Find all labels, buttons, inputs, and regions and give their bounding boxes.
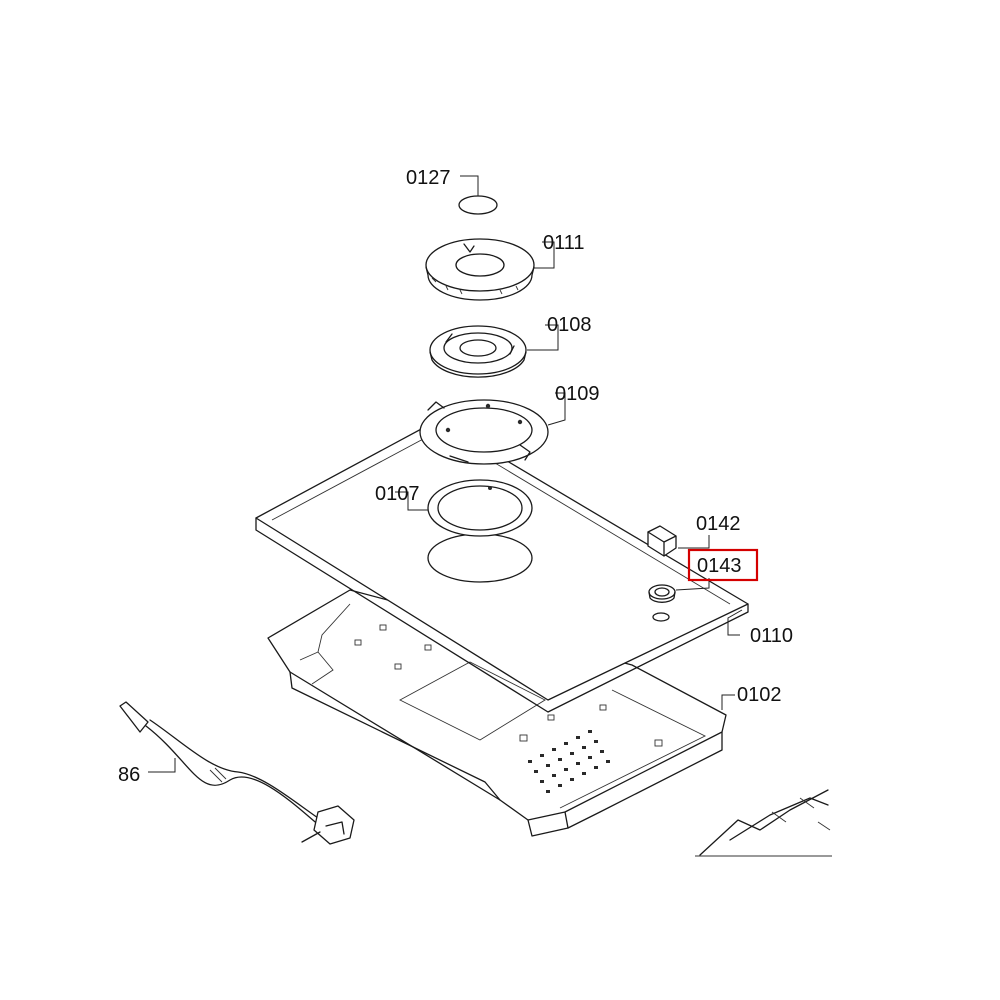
part-0142-knob[interactable] bbox=[647, 525, 677, 557]
label-0102[interactable]: 0102 bbox=[737, 684, 782, 706]
part-0109-bracket[interactable] bbox=[419, 399, 549, 465]
label-0109[interactable]: 0109 bbox=[555, 383, 600, 405]
label-0108[interactable]: 0108 bbox=[547, 314, 592, 336]
label-86[interactable]: 86 bbox=[118, 764, 140, 786]
part-0110-hob-plate[interactable] bbox=[255, 419, 749, 713]
partial-frame-component bbox=[695, 789, 832, 857]
leader-lines bbox=[148, 175, 743, 773]
part-0108-burner-body[interactable] bbox=[429, 325, 527, 378]
highlight-box bbox=[687, 548, 759, 582]
label-0110[interactable]: 0110 bbox=[750, 625, 793, 647]
label-0142[interactable]: 0142 bbox=[696, 513, 741, 535]
part-0111-burner-crown[interactable] bbox=[425, 238, 535, 301]
part-0107-ring[interactable] bbox=[427, 479, 533, 537]
vent-grid bbox=[528, 730, 610, 793]
part-0127-cap-disc[interactable] bbox=[458, 195, 498, 215]
label-0127[interactable]: 0127 bbox=[406, 167, 451, 189]
label-0143[interactable]: 0143 bbox=[697, 555, 742, 577]
part-labels: 0127 0111 0108 0109 0107 0142 0143 0110 … bbox=[118, 167, 793, 786]
label-0107[interactable]: 0107 bbox=[375, 483, 420, 505]
label-0111[interactable]: 0111 bbox=[543, 232, 585, 254]
part-0143-knob-bezel[interactable] bbox=[648, 584, 676, 603]
part-86-power-cable[interactable] bbox=[119, 701, 355, 845]
